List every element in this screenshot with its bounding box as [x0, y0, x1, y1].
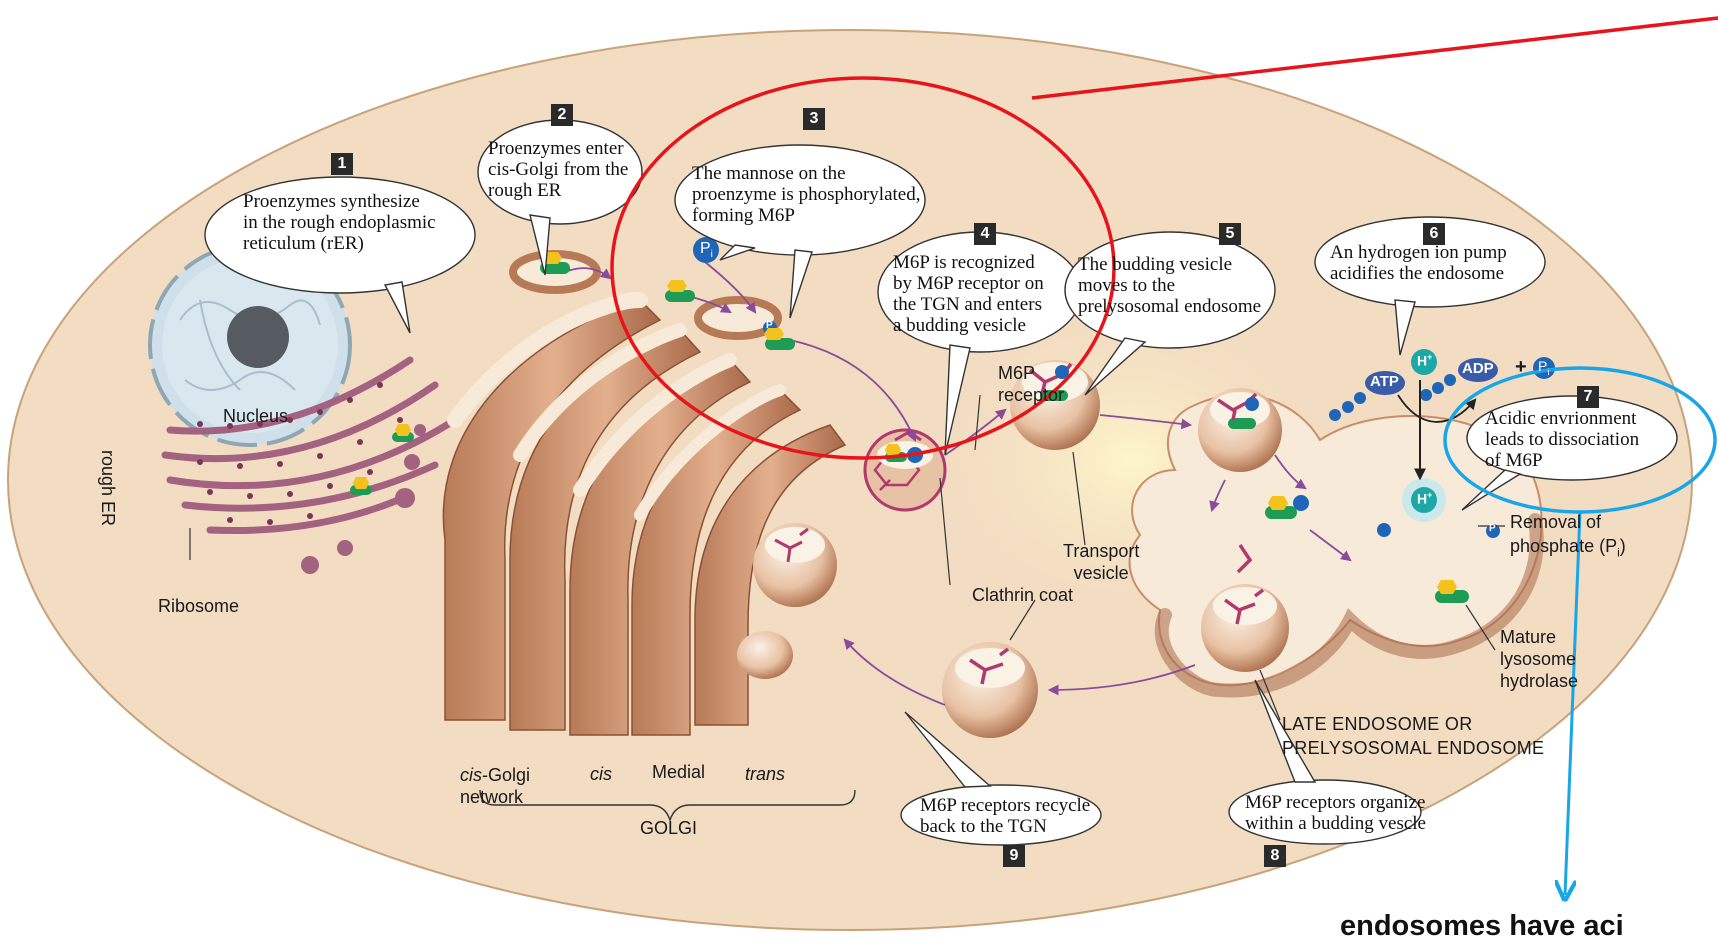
medial-label: Medial [652, 762, 705, 783]
trans-label: trans [745, 764, 785, 785]
ribosome-label: Ribosome [158, 596, 239, 617]
adp-label: ADP [1462, 360, 1494, 377]
step-number-5: 5 [1219, 223, 1241, 245]
step-number-8: 8 [1264, 845, 1286, 867]
rough-er-label: rough ER [97, 450, 118, 526]
p-symbol-golgi: P [766, 320, 773, 331]
step-number-4: 4 [974, 223, 996, 245]
transport-vesicle-bottom [942, 642, 1038, 738]
removal-of-phosphate-label: Removal of phosphate (Pi) [1510, 510, 1626, 565]
cis-golgi-network-label: cis-Golgi network [460, 764, 530, 808]
endosome-budding-vesicle [1198, 388, 1282, 472]
step-number-7: 7 [1577, 386, 1599, 408]
h-plus-top: H+ [1417, 352, 1432, 369]
pi-symbol: Pi [700, 240, 713, 260]
plus-label: + [1515, 356, 1527, 379]
trans-golgi-vesicle [753, 523, 837, 607]
endosome-acidity-note: endosomes have aci [1340, 910, 1624, 943]
endosome-receptor-vesicle [1201, 584, 1289, 672]
atp-label: ATP [1370, 373, 1399, 390]
h-plus-bottom: H+ [1417, 490, 1432, 507]
cis-label: cis [590, 764, 612, 785]
nucleus-label: Nucleus [223, 406, 288, 427]
nucleolus [227, 306, 289, 368]
clathrin-coat-label: Clathrin coat [972, 585, 1073, 606]
step-number-9: 9 [1003, 845, 1025, 867]
clathrin-coated-vesicle [865, 430, 945, 510]
golgi-label: GOLGI [640, 818, 697, 839]
step-number-1: 1 [331, 153, 353, 175]
pi-symbol-adp: Pi [1538, 358, 1549, 377]
step-number-2: 2 [551, 104, 573, 126]
step-number-3: 3 [803, 108, 825, 130]
p-symbol-removed: P [1489, 523, 1496, 534]
